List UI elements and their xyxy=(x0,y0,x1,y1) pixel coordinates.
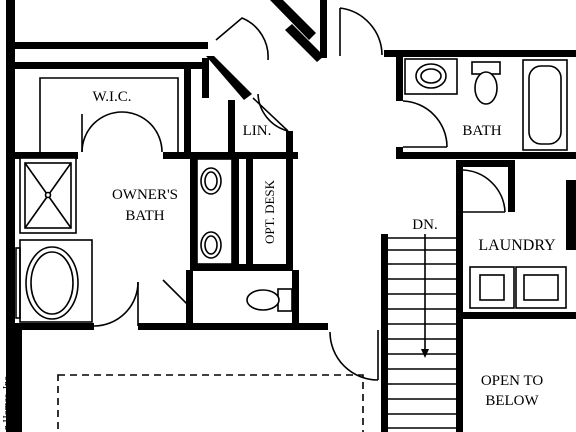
washer xyxy=(469,266,515,309)
bathtub xyxy=(522,59,568,151)
room-label-laundry: LAUNDRY xyxy=(478,237,556,254)
walls xyxy=(6,0,576,432)
room-label-open-to-below-line2: BELOW xyxy=(485,393,539,409)
room-label-open-to-below-line1: OPEN TO xyxy=(481,373,544,389)
stairs xyxy=(388,234,456,429)
door-swings xyxy=(81,7,506,381)
toilet xyxy=(246,289,280,311)
room-label-wic: W.I.C. xyxy=(92,89,131,105)
room-label-owners-bath-line1: OWNER'S xyxy=(112,187,178,203)
fixtures xyxy=(15,58,568,432)
room-label-owners-bath-line2: BATH xyxy=(125,208,164,224)
room-label-lin: LIN. xyxy=(243,123,272,139)
room-label-opt-desk: OPT. DESK xyxy=(262,179,277,244)
room-labels: W.I.C. LIN. BATH OWNER'S BATH OPT. DESK … xyxy=(2,89,556,430)
sink xyxy=(415,63,447,89)
toilet-tank xyxy=(277,288,293,312)
bathtub xyxy=(19,239,93,323)
stair-label-dn: DN. xyxy=(412,217,437,233)
credit-text: n Homes, Inc. xyxy=(2,374,13,430)
toilet xyxy=(474,71,498,105)
room-label-bath: BATH xyxy=(462,123,501,139)
